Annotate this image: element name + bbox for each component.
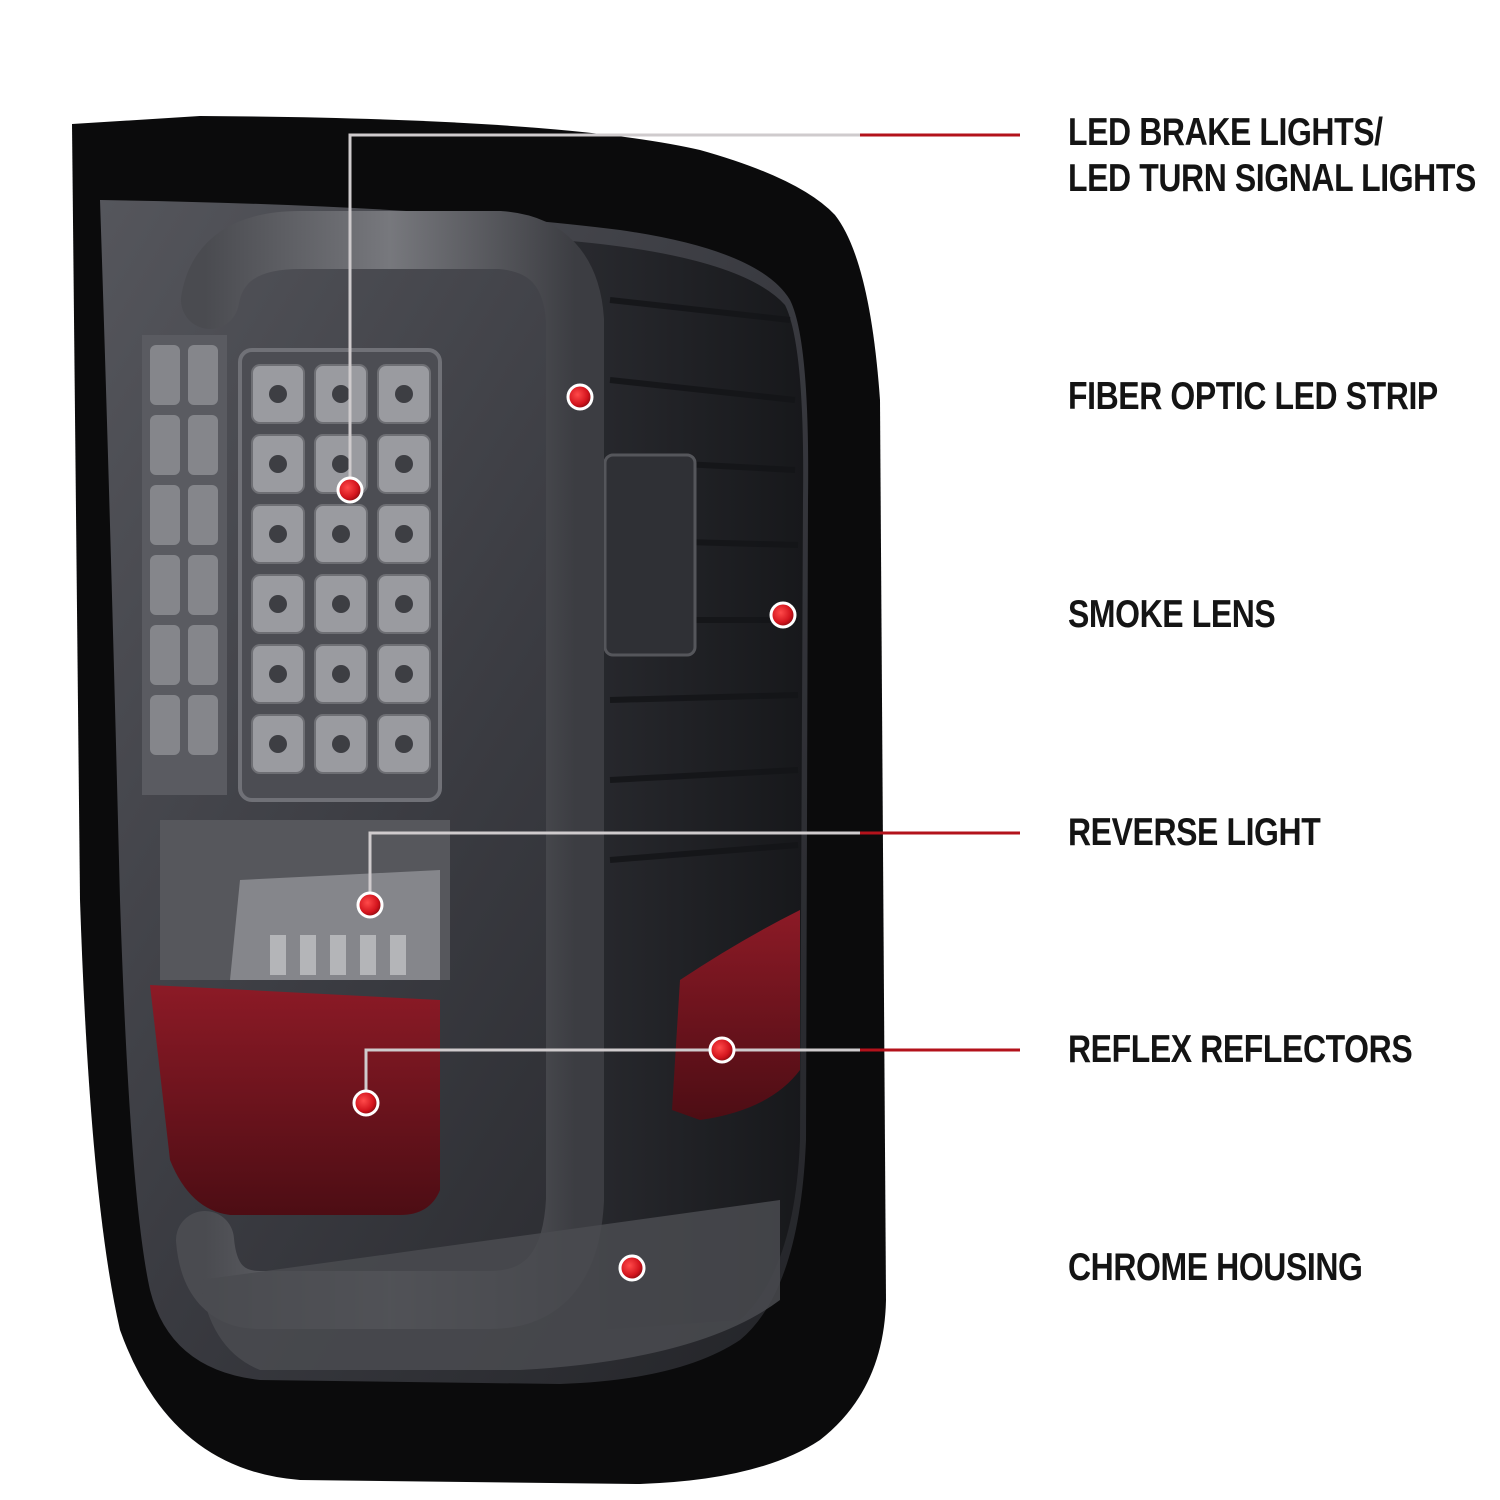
callout-label-line: SMOKE LENS bbox=[1068, 593, 1276, 636]
left-led-column bbox=[142, 335, 227, 795]
callout-dot-icon bbox=[708, 1036, 736, 1064]
callout-label-line: REVERSE LIGHT bbox=[1068, 811, 1321, 854]
callout-label-reflex: REFLEX REFLECTORS bbox=[1068, 1027, 1413, 1073]
callout-label-chrome: CHROME HOUSING bbox=[1068, 1245, 1363, 1291]
callout-label-fiber-optic: FIBER OPTIC LED STRIP bbox=[1068, 374, 1438, 420]
callout-label-line: CHROME HOUSING bbox=[1068, 1246, 1363, 1289]
right-reflector bbox=[672, 910, 800, 1120]
chrome-base bbox=[200, 1200, 780, 1370]
right-lens-ribs bbox=[609, 297, 799, 863]
callout-label-reverse: REVERSE LIGHT bbox=[1068, 810, 1321, 856]
callout-label-led-brake: LED BRAKE LIGHTS/ LED TURN SIGNAL LIGHTS bbox=[1068, 110, 1476, 202]
leader-line-led-brake bbox=[348, 133, 1020, 490]
left-reflector bbox=[150, 985, 440, 1215]
callout-dot-icon bbox=[618, 1254, 646, 1282]
led-grid bbox=[238, 348, 442, 802]
callout-dot-icon bbox=[336, 476, 364, 504]
side-marker-block bbox=[603, 453, 697, 657]
callout-dot-icon bbox=[352, 1089, 380, 1117]
reverse-light-section bbox=[160, 820, 450, 980]
callout-label-line: LED TURN SIGNAL LIGHTS bbox=[1068, 157, 1476, 200]
callout-dot-icon bbox=[566, 383, 594, 411]
leader-line-reflex bbox=[364, 1048, 1020, 1103]
callout-dots bbox=[336, 383, 797, 1282]
callout-dot-icon bbox=[356, 891, 384, 919]
callout-label-line: REFLEX REFLECTORS bbox=[1068, 1028, 1413, 1071]
callout-dot-icon bbox=[769, 601, 797, 629]
callout-label-line: LED BRAKE LIGHTS/ bbox=[1068, 111, 1383, 154]
callout-label-smoke-lens: SMOKE LENS bbox=[1068, 592, 1276, 638]
leader-lines bbox=[348, 133, 1020, 1270]
leader-line-reverse bbox=[368, 831, 1020, 905]
callout-label-line: FIBER OPTIC LED STRIP bbox=[1068, 375, 1438, 418]
